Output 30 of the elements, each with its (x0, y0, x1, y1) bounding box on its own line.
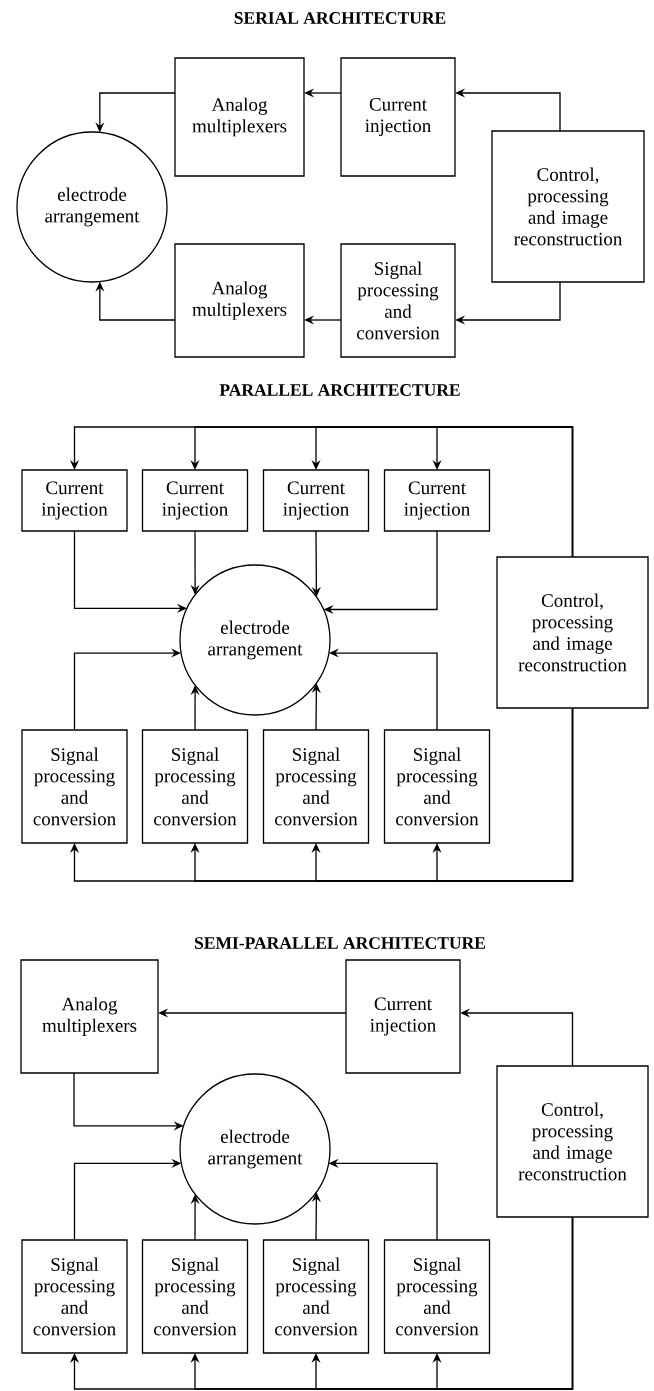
process-box: Signal processing and conversion (383, 729, 491, 844)
arrow (432, 707, 574, 882)
process-box: Current injection (340, 57, 456, 177)
process-box: Analog multiplexers (174, 57, 305, 177)
process-box: Signal processing and conversion (262, 729, 370, 844)
process-box: Signal processing and conversion (21, 1239, 128, 1354)
process-box: Signal processing and conversion (141, 1239, 249, 1354)
process-box: Analog multiplexers (20, 959, 159, 1074)
process-box: Current injection (262, 469, 370, 532)
process-box: Analog multiplexers (174, 243, 305, 358)
process-box: Signal processing and conversion (262, 1239, 370, 1354)
process-box: Current injection (21, 469, 128, 532)
process-box: Current injection (345, 959, 461, 1074)
section-title: PARALLEL ARCHITECTURE (219, 384, 460, 396)
circle-node: electrode arrangement (179, 1073, 331, 1225)
section-title: SERIAL ARCHITECTURE (234, 12, 446, 24)
section-title: SEMI-PARALLEL ARCHITECTURE (195, 937, 485, 949)
circle-node: electrode arrangement (16, 131, 168, 283)
process-box: Signal processing and conversion (340, 243, 456, 358)
process-box: Current injection (141, 469, 249, 532)
process-box: Control, processing and image reconstruction (491, 130, 645, 283)
process-box: Signal processing and conversion (21, 729, 128, 844)
arrow (455, 281, 561, 325)
process-box: Control, processing and image reconstruction (496, 556, 649, 709)
process-box: Current injection (383, 469, 491, 532)
arrow (432, 1216, 574, 1390)
circle-node: electrode arrangement (179, 564, 331, 716)
process-box: Signal processing and conversion (141, 729, 249, 844)
process-box: Signal processing and conversion (383, 1239, 491, 1354)
process-box: Control, processing and image reconstruction (496, 1065, 649, 1218)
